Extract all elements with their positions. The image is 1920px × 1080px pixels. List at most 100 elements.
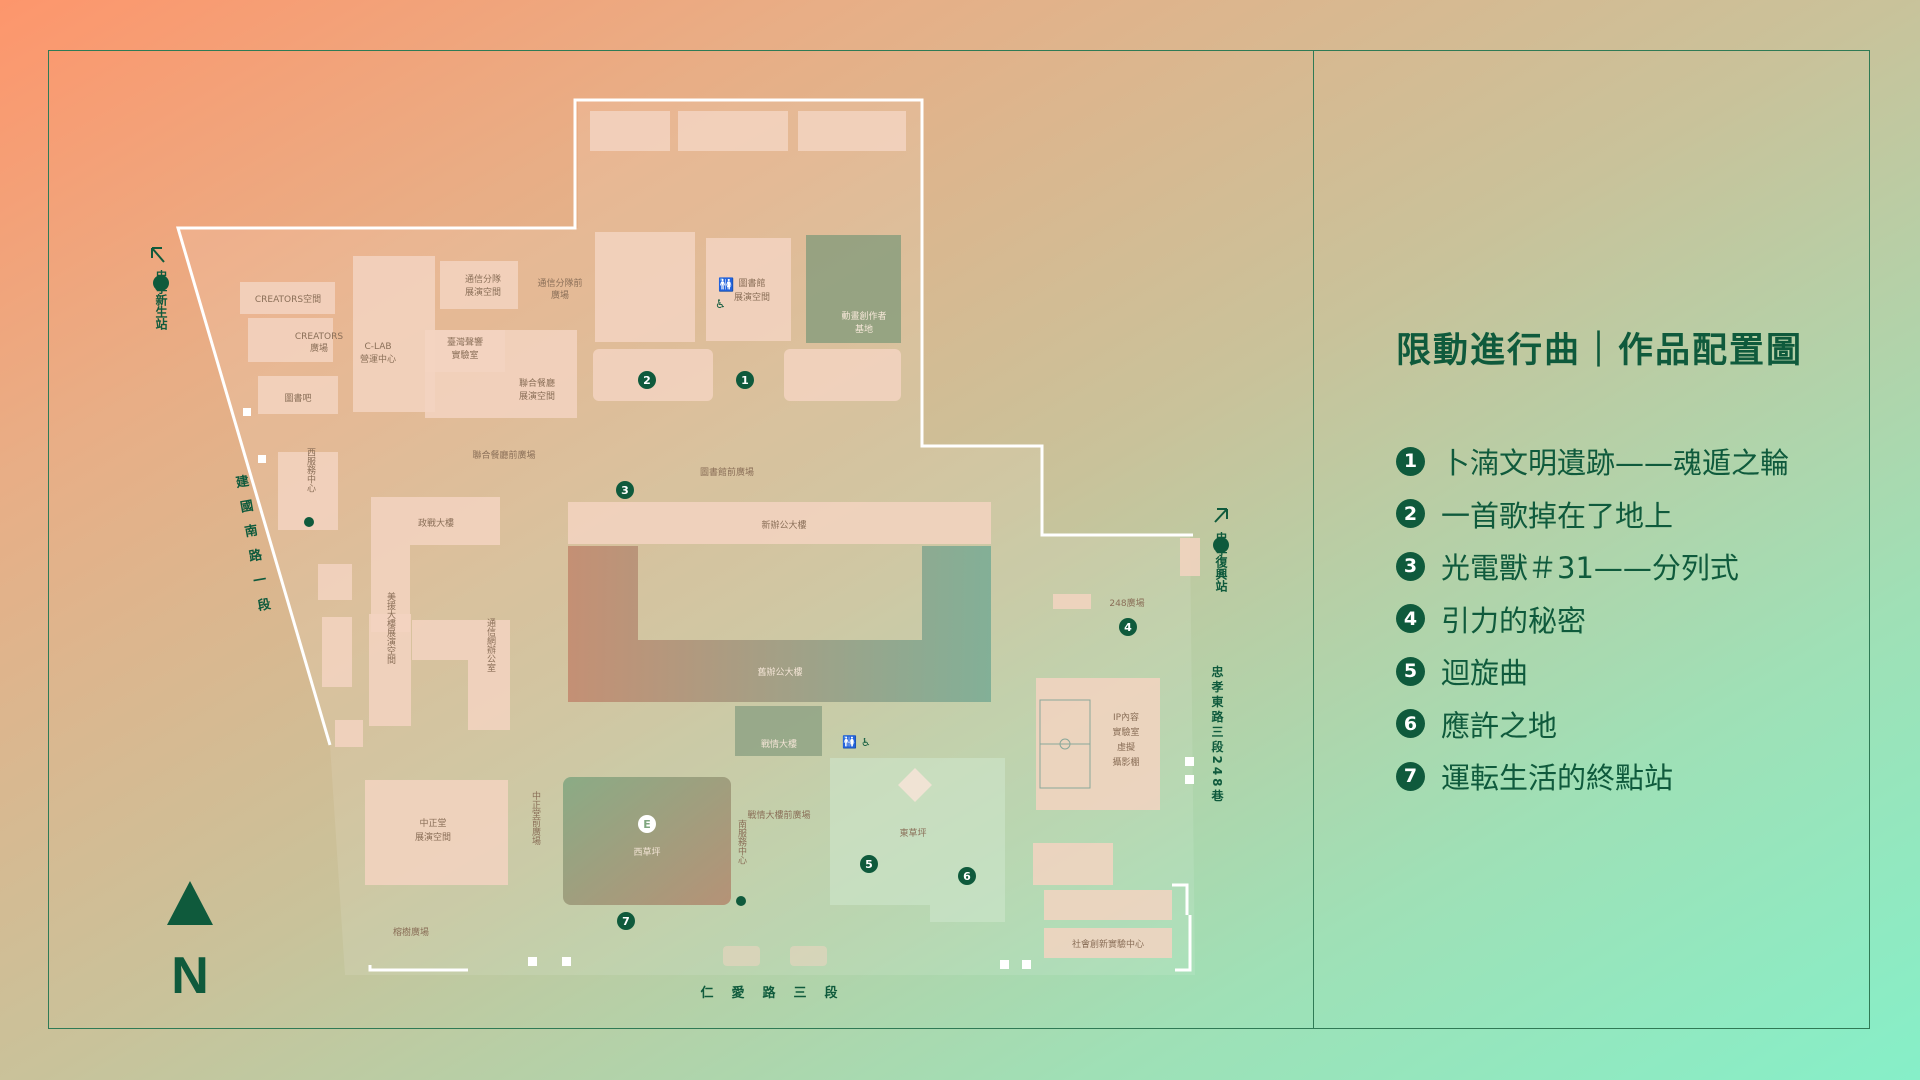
legend-label: 一首歌掉在了地上 — [1441, 498, 1674, 533]
label-creators-plaza-1: CREATORS — [295, 332, 344, 342]
metro-icon-2 — [1213, 537, 1229, 553]
legend-item[interactable]: 6 應許之地 — [1396, 698, 1789, 751]
svg-text:5: 5 — [865, 858, 873, 871]
label-yuanzhen: 美援大樓展演空間 — [385, 591, 396, 665]
legend-item[interactable]: 7 運転生活的終點站 — [1396, 750, 1789, 803]
legend-label: 光電獸＃31——分列式 — [1441, 551, 1739, 586]
legend-label: 引力的秘密 — [1441, 603, 1587, 638]
legend-label: 卜湳文明遺跡——魂遁之輪 — [1441, 446, 1790, 481]
label-south-service: 南服務中心 — [736, 818, 747, 864]
bldg-east-small-2[interactable] — [1044, 890, 1172, 920]
label-clab-2: 營運中心 — [360, 353, 396, 365]
bldg-library[interactable] — [706, 238, 791, 341]
bldg-west-service[interactable] — [278, 452, 338, 530]
entrance-marker[interactable] — [638, 815, 656, 833]
bldg-social-lab[interactable] — [1044, 928, 1172, 958]
legend-item[interactable]: 3 光電獸＃31——分列式 — [1396, 540, 1789, 593]
legend-label: 應許之地 — [1441, 708, 1558, 743]
label-ip-lab-3: 虛擬 — [1117, 741, 1135, 753]
label-west-service: 西服務中心 — [305, 447, 316, 492]
legend-number: 2 — [1396, 499, 1425, 529]
svg-text:3: 3 — [621, 484, 629, 497]
label-taiwan-lab-2: 實驗室 — [451, 349, 478, 361]
label-zhanqing: 戰情大樓 — [761, 738, 797, 750]
legend-number: 7 — [1396, 761, 1425, 791]
label-clab-1: C-LAB — [364, 342, 391, 352]
bldg-zhanqing[interactable] — [735, 706, 822, 756]
bldg-small-3[interactable] — [335, 720, 363, 747]
label-comm-hall-2: 展演空間 — [465, 286, 501, 298]
bldg-library-a[interactable] — [595, 232, 695, 342]
legend-number: 3 — [1396, 551, 1425, 581]
panel-divider — [1313, 50, 1314, 1029]
legend-item[interactable]: 1 卜湳文明遺跡——魂遁之輪 — [1396, 435, 1789, 488]
bldg-north-2[interactable] — [678, 111, 788, 151]
marker-5[interactable]: 5 — [860, 855, 878, 873]
bldg-north-3[interactable] — [798, 111, 906, 151]
svg-text:6: 6 — [963, 870, 971, 883]
svg-text:1: 1 — [741, 374, 749, 387]
marker-1[interactable]: 1 — [736, 371, 754, 389]
restroom-icon: 🚻 — [718, 277, 734, 293]
label-social-lab: 社會創新實驗中心 — [1072, 938, 1144, 950]
marker-7[interactable]: 7 — [617, 912, 635, 930]
label-ip-lab-2: 實驗室 — [1112, 726, 1139, 738]
bldg-small-1[interactable] — [318, 564, 352, 600]
bldg-animation-base[interactable] — [806, 235, 901, 343]
marker-2[interactable]: 2 — [638, 371, 656, 389]
bldg-small-2[interactable] — [322, 617, 352, 687]
bldg-joint-hall[interactable] — [425, 330, 577, 418]
map-frame — [48, 50, 1870, 1029]
bldg-new-office[interactable] — [568, 502, 991, 544]
bldg-creators-plaza[interactable] — [248, 318, 333, 362]
lawn-west[interactable] — [563, 777, 731, 905]
bldg-yuanzhen[interactable] — [369, 614, 411, 726]
info-icon-2 — [736, 896, 746, 906]
label-comm-hall-1: 通信分隊 — [465, 273, 501, 285]
label-zhanqing-plaza: 戰情大樓前廣場 — [747, 809, 810, 821]
label-plaza-248: 248廣場 — [1109, 597, 1144, 609]
legend-number: 6 — [1396, 709, 1425, 739]
bldg-comm-hall[interactable] — [440, 261, 518, 309]
station-xinsheng: 忠孝新生站 — [154, 269, 168, 331]
label-joint-plaza: 聯合餐廳前廣場 — [472, 449, 535, 461]
marker-3[interactable]: 3 — [616, 481, 634, 499]
bldg-east-edge[interactable] — [1180, 538, 1200, 576]
north-arrow-icon — [167, 881, 213, 925]
legend-item[interactable]: 2 一首歌掉在了地上 — [1396, 488, 1789, 541]
label-joint-hall-2: 展演空間 — [519, 390, 555, 402]
bldg-political[interactable] — [371, 497, 500, 632]
bldg-248[interactable] — [1053, 594, 1091, 609]
legend-label: 運転生活的終點站 — [1441, 761, 1674, 796]
bldg-library-bar[interactable] — [258, 376, 338, 414]
bldg-east-small[interactable] — [1033, 843, 1113, 885]
legend-label: 迴旋曲 — [1441, 656, 1529, 691]
bldg-south-gate-1 — [723, 946, 760, 966]
label-taiwan-lab-1: 臺灣聲響 — [447, 336, 483, 348]
campus-boundary — [175, 98, 1193, 746]
label-library-1: 圖書館 — [738, 277, 765, 289]
bldg-zhongzheng[interactable] — [365, 780, 508, 885]
label-animation-2: 基地 — [855, 323, 873, 335]
road-zhongxiao: 忠孝東路三段248巷 — [1210, 664, 1224, 805]
bldg-old-office[interactable] — [568, 546, 991, 702]
label-ip-lab-1: IP內容 — [1113, 711, 1139, 723]
wheelchair-icon-2: ♿ — [861, 736, 871, 749]
label-ip-lab-4: 攝影棚 — [1112, 756, 1139, 768]
marker-6[interactable]: 6 — [958, 867, 976, 885]
campus-map: CREATORS空間 CREATORS 廣場 C-LAB 營運中心 通信分隊 展… — [151, 98, 1229, 1005]
bldg-north-1[interactable] — [590, 111, 670, 151]
svg-text:2: 2 — [643, 374, 651, 387]
bldg-south-right[interactable] — [784, 349, 901, 401]
bldg-comm-office[interactable] — [412, 620, 510, 730]
legend-number: 1 — [1396, 446, 1425, 476]
bldg-creators-space[interactable] — [240, 282, 335, 314]
label-east-lawn: 東草坪 — [899, 827, 926, 839]
marker-4[interactable]: 4 — [1119, 618, 1137, 636]
label-zhongzheng-2: 展演空間 — [415, 831, 451, 843]
arrow-northeast-icon — [1214, 508, 1228, 523]
bldg-clab[interactable] — [353, 256, 435, 412]
